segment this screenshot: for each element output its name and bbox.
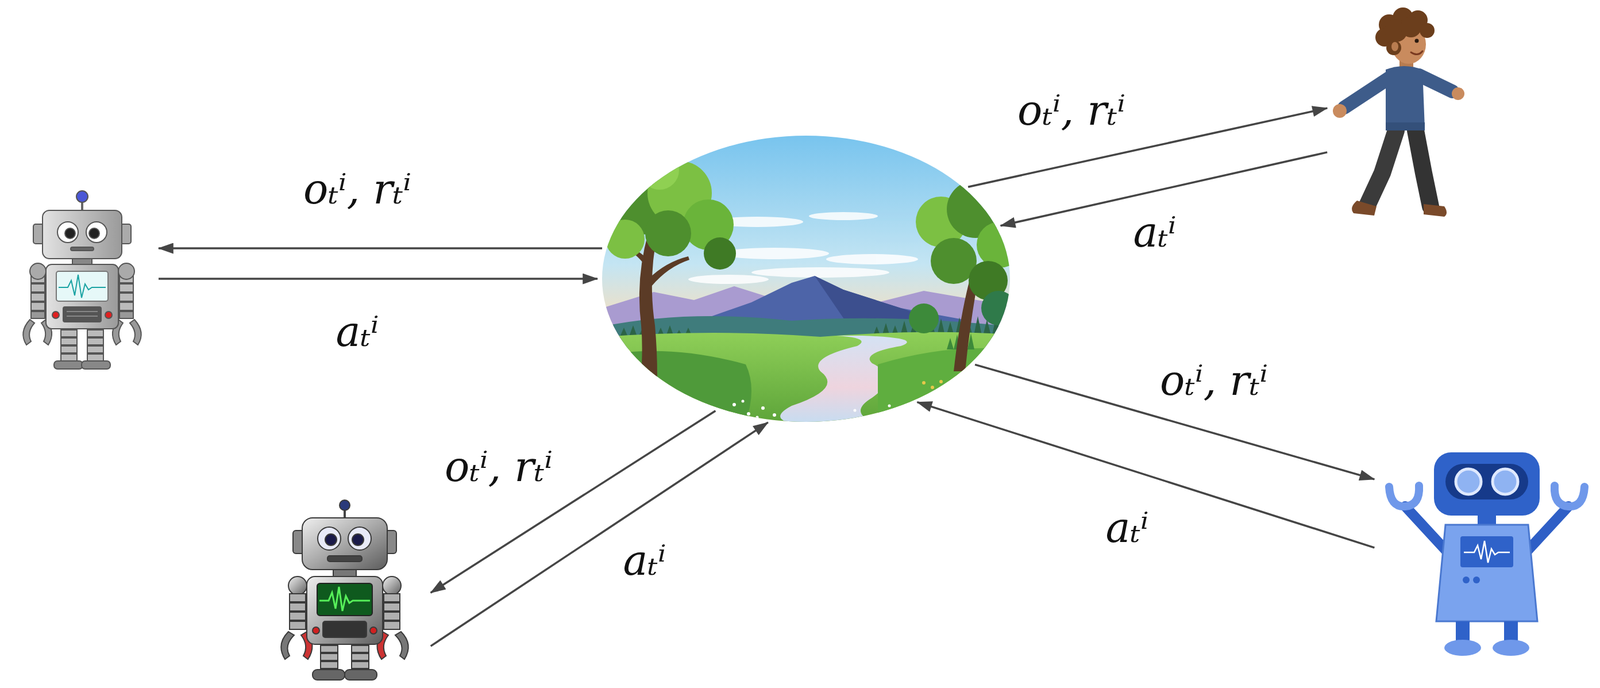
person-figure	[1332, 7, 1465, 217]
signal-label: oₜⁱ, rₜⁱ	[1156, 356, 1272, 405]
agent-node	[263, 498, 427, 685]
landscape-scene	[602, 135, 1010, 422]
arrow-connector	[158, 247, 603, 250]
environment-landscape	[602, 135, 1010, 422]
arrow-connector	[430, 422, 769, 646]
walking-person	[1331, 5, 1465, 221]
agent-node	[10, 188, 154, 373]
environment-node	[602, 135, 1010, 422]
signal-label: aₜⁱ	[1129, 208, 1180, 257]
robot-body	[280, 499, 408, 680]
signal-label: oₜⁱ, rₜⁱ	[1014, 86, 1129, 135]
agent-node	[1378, 448, 1595, 659]
arrow-connector	[430, 410, 716, 593]
metal-robot	[263, 498, 427, 685]
agent-node	[1331, 5, 1465, 221]
signal-label: oₜⁱ, rₜⁱ	[299, 165, 415, 214]
signal-label: aₜⁱ	[332, 307, 383, 356]
robot-body	[22, 190, 142, 369]
signal-label: aₜⁱ	[619, 536, 670, 585]
signal-label: aₜⁱ	[1101, 503, 1152, 552]
blue-robot	[1378, 448, 1595, 659]
arrow-connector	[158, 277, 598, 280]
robot-body	[1389, 452, 1585, 656]
signal-label: oₜⁱ, rₜⁱ	[441, 442, 557, 491]
grey-robot	[10, 188, 154, 373]
